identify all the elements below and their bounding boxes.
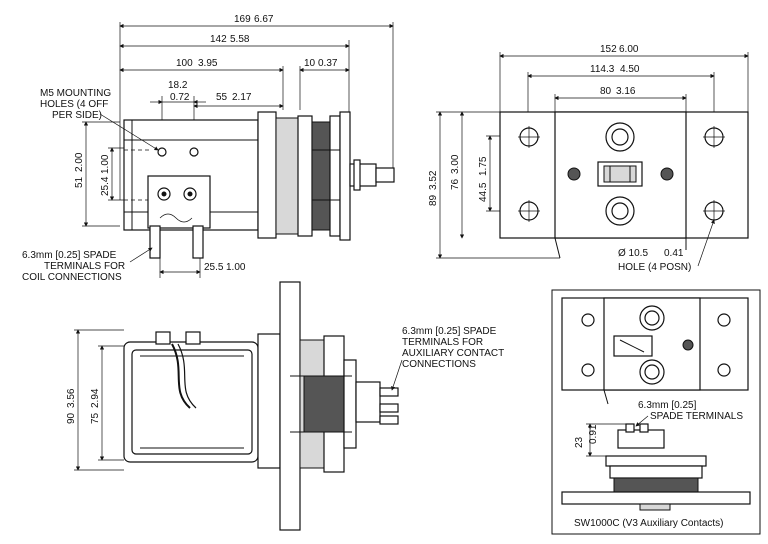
dim-3-00: 3.00 xyxy=(450,154,461,174)
dim-114-3: 114.3 xyxy=(590,64,615,75)
inset-sw1000c: 23 0.91 6.3mm [0.25] SPADE TERMINALS SW1… xyxy=(551,289,761,535)
dim-152: 152 xyxy=(600,44,617,55)
dim-6-67: 6.67 xyxy=(254,14,274,25)
side-view-top xyxy=(82,22,395,278)
dim-100: 100 xyxy=(176,58,193,69)
dim-3-16: 3.16 xyxy=(616,86,636,97)
note-aux-4: CONNECTIONS xyxy=(402,359,476,370)
note-hole-dia-in: 0.41 xyxy=(664,248,684,259)
dim-10: 10 xyxy=(304,58,316,69)
dim-55: 55 xyxy=(216,92,228,103)
dim-89: 89 xyxy=(428,194,439,206)
end-view-top xyxy=(436,52,749,259)
dim-0-72: 0.72 xyxy=(170,92,190,103)
dim-1-75: 1.75 xyxy=(478,156,489,176)
dim-18-2: 18.2 xyxy=(168,80,188,91)
note-mounting-2: HOLES (4 OFF xyxy=(40,99,108,110)
dim-23: 23 xyxy=(574,436,585,448)
dim-90: 90 xyxy=(66,412,77,424)
dim-0-37: 0.37 xyxy=(318,58,338,69)
dim-1-00-a: 1.00 xyxy=(100,154,111,174)
dim-2-94: 2.94 xyxy=(90,388,101,408)
dim-5-58: 5.58 xyxy=(230,34,250,45)
dim-25-4: 25.4 xyxy=(100,176,111,196)
note-inset-spade-1: 6.3mm [0.25] xyxy=(638,400,697,411)
note-aux-2: TERMINALS FOR xyxy=(402,337,483,348)
dim-51: 51 xyxy=(74,176,85,188)
note-hole-posn: HOLE (4 POSN) xyxy=(618,262,691,273)
dim-80: 80 xyxy=(600,86,612,97)
note-aux-1: 6.3mm [0.25] SPADE xyxy=(402,326,497,337)
note-hole-dia: Ø 10.5 xyxy=(618,248,648,259)
note-spade-coil-1: 6.3mm [0.25] SPADE xyxy=(22,250,117,261)
dim-44-5: 44.5 xyxy=(478,182,489,202)
dim-76: 76 xyxy=(450,178,461,190)
dim-25-5: 25.5 xyxy=(204,262,224,273)
note-aux-3: AUXILIARY CONTACT xyxy=(402,348,504,359)
side-view-bottom xyxy=(74,281,399,531)
dim-3-95: 3.95 xyxy=(198,58,218,69)
inset-caption: SW1000C (V3 Auxiliary Contacts) xyxy=(574,518,724,529)
note-inset-spade-2: SPADE TERMINALS xyxy=(650,411,743,422)
note-spade-coil-2: TERMINALS FOR xyxy=(44,261,125,272)
note-spade-coil-3: COIL CONNECTIONS xyxy=(22,272,122,283)
dim-4-50: 4.50 xyxy=(620,64,640,75)
dim-169: 169 xyxy=(234,14,251,25)
top-dimension-labels: 169 6.67 142 5.58 100 3.95 10 0.37 18.2 … xyxy=(22,14,338,283)
dim-142: 142 xyxy=(210,34,227,45)
right-dimension-labels: 152 6.00 114.3 4.50 80 3.16 89 3.52 76 3… xyxy=(428,44,715,273)
dim-6-00: 6.00 xyxy=(619,44,639,55)
bottom-dimension-labels: 90 3.56 75 2.94 6.3mm [0.25] SPADE TERMI… xyxy=(66,326,504,424)
dim-2-17: 2.17 xyxy=(232,92,252,103)
dim-3-52: 3.52 xyxy=(428,170,439,190)
dim-3-56: 3.56 xyxy=(66,388,77,408)
note-mounting-1: M5 MOUNTING xyxy=(40,88,111,99)
dim-1-00-b: 1.00 xyxy=(226,262,246,273)
dim-75: 75 xyxy=(90,412,101,424)
dim-2-00: 2.00 xyxy=(74,152,85,172)
dim-0-91: 0.91 xyxy=(588,424,599,444)
note-mounting-3: PER SIDE) xyxy=(52,110,102,121)
